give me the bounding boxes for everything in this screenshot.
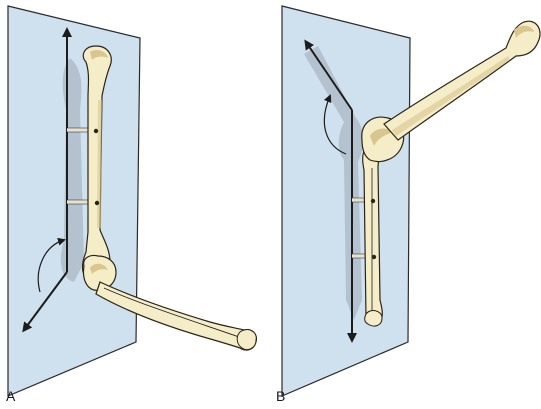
panel-a-humerus-shading bbox=[97, 100, 102, 228]
panel-a-forearm-axis bbox=[22, 271, 68, 333]
panel-b-humerus-shading bbox=[392, 56, 510, 136]
panel-b bbox=[281, 5, 541, 397]
panel-a-angle-arc bbox=[37, 237, 66, 293]
panel-b-elbow-detail bbox=[370, 128, 394, 146]
panel-b-label: B bbox=[276, 388, 286, 404]
panel-b-humerus bbox=[383, 20, 541, 141]
panel-b-screw-lower bbox=[371, 254, 377, 260]
panel-a-wrist-end bbox=[236, 329, 257, 351]
panel-a-humerus bbox=[81, 45, 112, 281]
panel-a-label: A bbox=[6, 388, 16, 404]
panel-b-humerus-head-detail bbox=[514, 25, 534, 38]
panel-a-screw-lower bbox=[94, 200, 100, 206]
panel-b-angle-arc bbox=[323, 94, 347, 155]
panel-a bbox=[7, 5, 257, 397]
panel-b-forearm-end bbox=[364, 310, 383, 327]
panel-a-humerus-head-detail bbox=[90, 50, 108, 60]
panel-a-elbow-joint bbox=[82, 254, 117, 291]
panel-a-screw-upper bbox=[93, 128, 99, 134]
panel-b-shadow bbox=[304, 46, 363, 320]
panel-b-screw-upper bbox=[370, 198, 376, 204]
panel-a-elbow-detail bbox=[90, 263, 108, 274]
panel-b-upperarm-axis bbox=[304, 39, 353, 111]
panel-a-forearm-line bbox=[103, 287, 243, 339]
